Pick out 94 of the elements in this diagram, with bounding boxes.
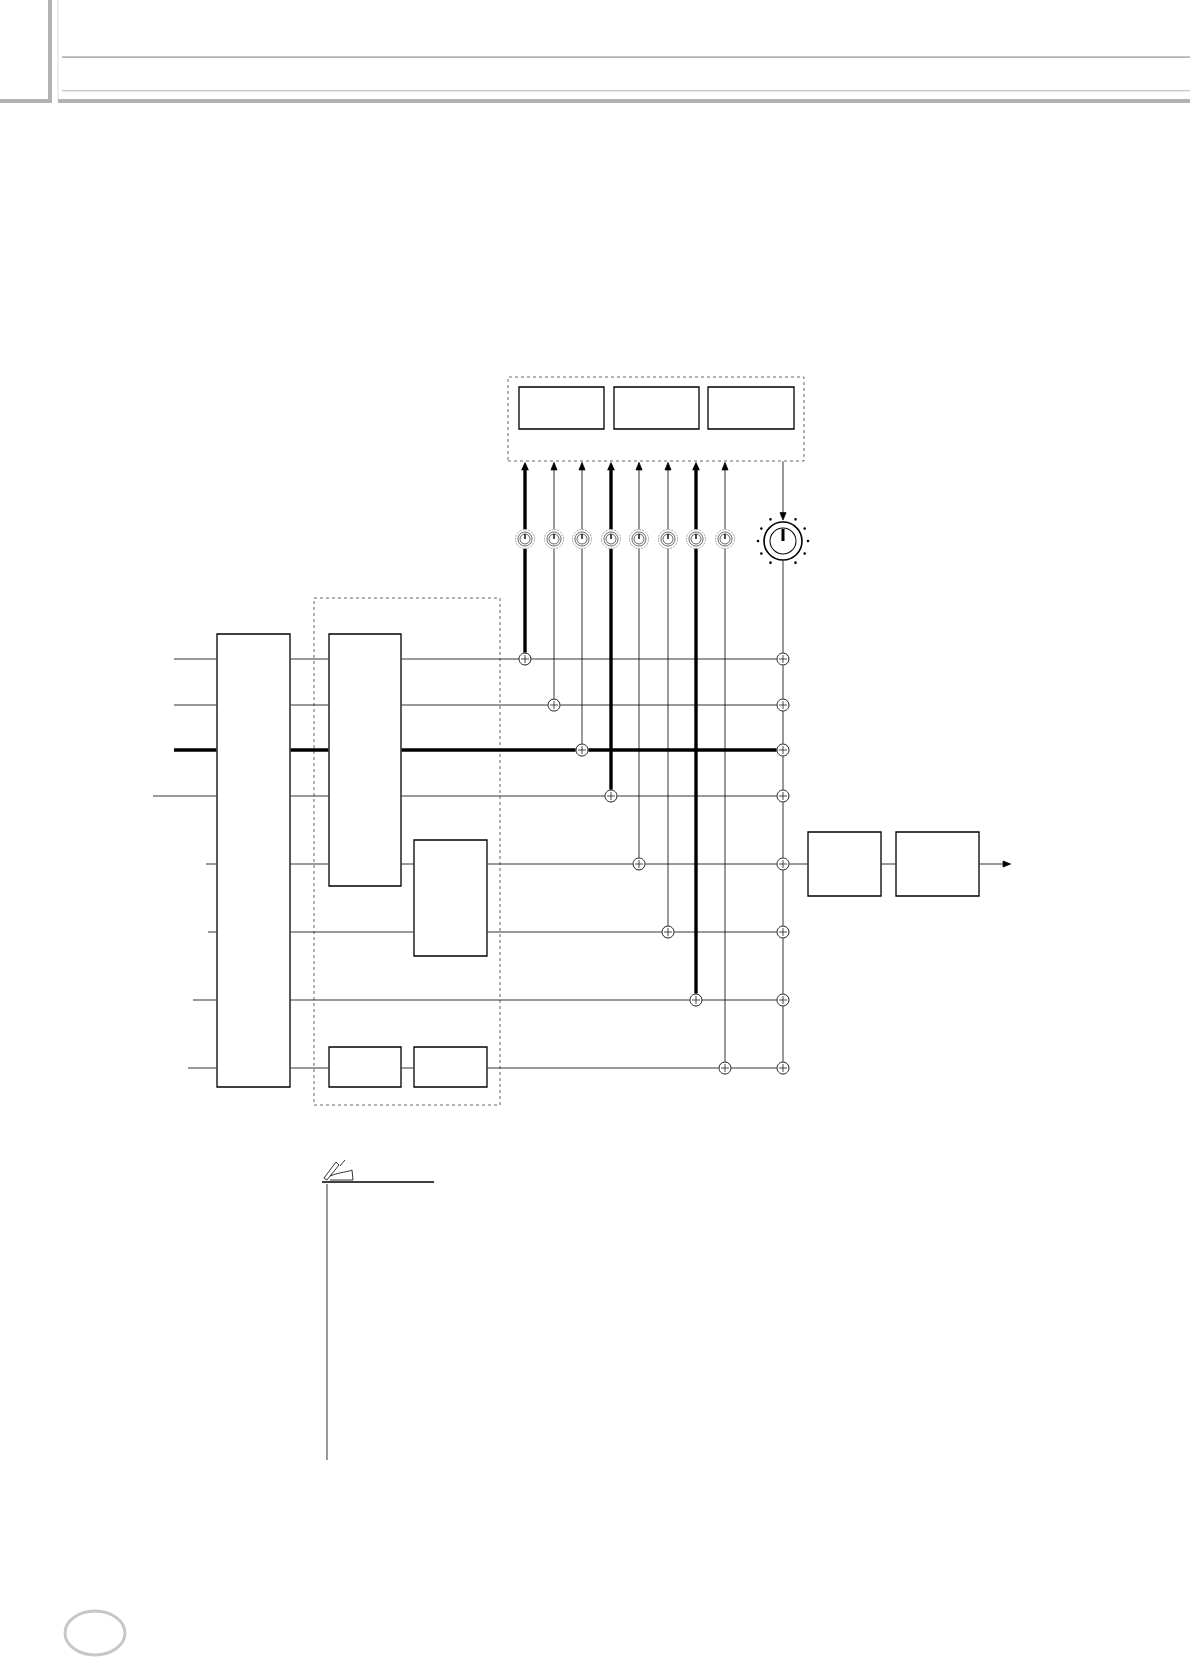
signal-line [207,931,217,933]
block-box [518,386,605,430]
summing-junction [776,993,790,1007]
knob-icon [686,529,706,549]
signal-line [724,548,726,1062]
signal-line [290,748,329,752]
signal-line [173,658,217,660]
block-box [328,633,402,887]
arrow [779,460,787,521]
block-box [613,386,700,430]
signal-line [401,1067,414,1069]
signal-line [290,999,690,1001]
signal-line [731,1067,777,1069]
signal-line [174,748,217,752]
arrow [664,462,672,530]
signal-line [674,931,777,933]
arrow [721,462,729,530]
signal-line [487,1067,719,1069]
signal-line [617,795,777,797]
signal-line [401,748,576,752]
summing-junction [776,698,790,712]
knob-icon [515,529,535,549]
signal-line [782,711,784,744]
summing-junction [604,789,618,803]
signal-line [553,548,555,699]
signal-line [702,999,777,1001]
signal-line [588,748,777,752]
summing-junction [776,652,790,666]
dashed-group-box [313,597,501,1106]
signal-line [173,704,217,706]
signal-line [638,548,640,858]
signal-line [487,931,662,933]
signal-line [881,863,896,865]
signal-line [205,863,217,865]
signal-line [667,548,669,926]
signal-line [782,938,784,994]
signal-line [789,863,808,865]
block-box [328,1046,402,1088]
dashed-group-box [507,376,805,462]
signal-line [192,999,217,1001]
signal-line [782,560,784,653]
summing-junction [518,652,532,666]
signal-line [290,704,329,706]
signal-line [531,658,777,660]
signal-line [782,1006,784,1062]
knob-icon [715,529,735,549]
summing-junction [776,925,790,939]
knob-icon [572,529,592,549]
signal-line [290,658,329,660]
summing-junction [718,1061,732,1075]
signal-line [187,1067,217,1069]
block-box [707,386,795,430]
signal-line [560,704,777,706]
block-box [807,831,882,897]
signal-line [290,1067,329,1069]
signal-line [290,795,329,797]
summing-junction [632,857,646,871]
arrow [550,462,558,530]
summing-junction [661,925,675,939]
summing-junction [776,789,790,803]
signal-line [487,863,633,865]
summing-junction [776,1061,790,1075]
arrow [979,860,1011,868]
signal-line [290,931,414,933]
signal-line [609,548,613,790]
summing-junction [776,743,790,757]
arrow [635,462,643,530]
signal-line [152,795,217,797]
knob-icon [629,529,649,549]
signal-line [782,756,784,790]
knob-icon [658,529,678,549]
signal-line [523,548,527,653]
signal-line [401,795,605,797]
signal-line [694,548,698,994]
signal-line [401,658,519,660]
signal-line [401,863,414,865]
summing-junction [547,698,561,712]
knob-icon [601,529,621,549]
block-box [216,633,291,1088]
signal-line [782,870,784,926]
block-box [895,831,980,897]
block-box [413,1046,488,1088]
arrow [578,462,586,530]
signal-line [782,802,784,858]
summing-junction [575,743,589,757]
signal-line [782,665,784,699]
summing-junction [776,857,790,871]
knob-icon [544,529,564,549]
signal-line [645,863,777,865]
block-box [413,839,488,957]
signal-line [581,548,583,744]
signal-line [290,863,329,865]
summing-junction [689,993,703,1007]
signal-line [401,704,548,706]
